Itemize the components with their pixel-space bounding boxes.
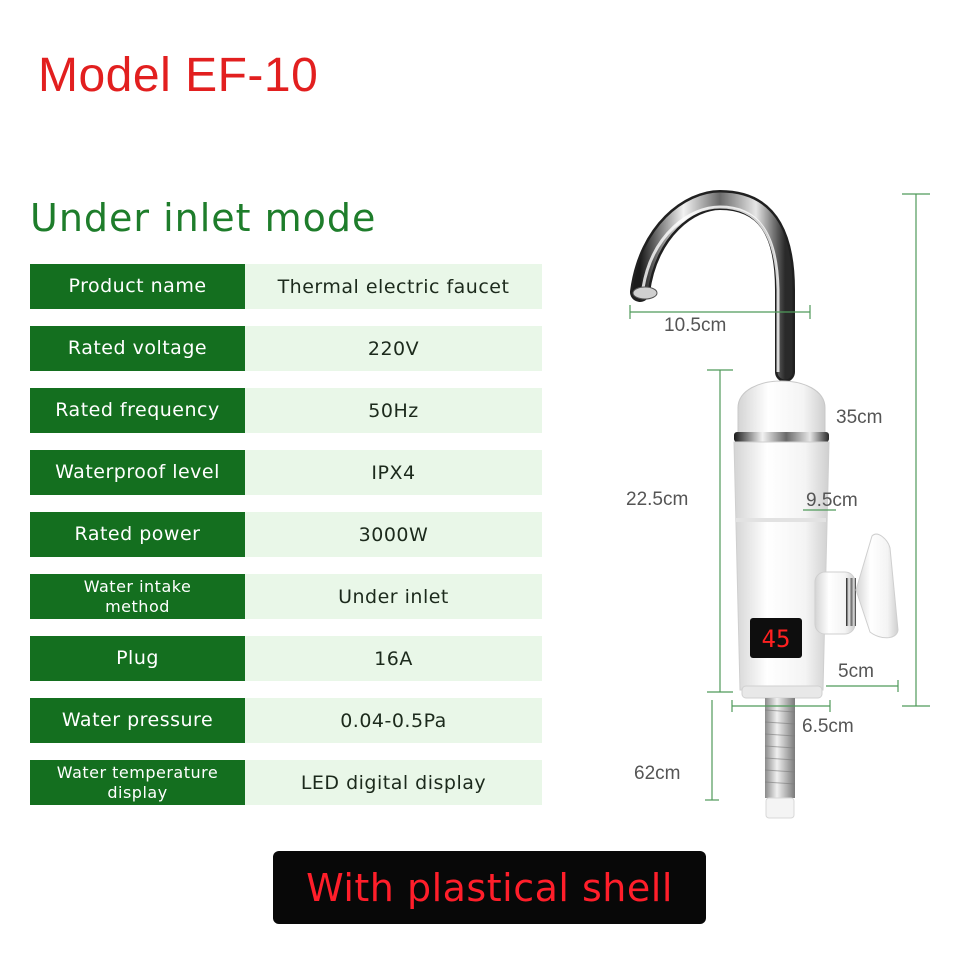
- spec-row-rated-frequency: Rated frequency 50Hz: [30, 388, 542, 433]
- spec-label: Rated power: [30, 512, 245, 557]
- spec-row-water-intake-method: Water intake method Under inlet: [30, 574, 542, 619]
- led-reading: 45: [762, 625, 791, 653]
- spec-label: Water temperature display: [30, 760, 245, 805]
- handle-lever: [855, 533, 899, 639]
- dimension-spout-width: 10.5cm: [664, 315, 727, 336]
- spec-row-rated-power: Rated power 3000W: [30, 512, 542, 557]
- spec-value: 220V: [245, 326, 542, 371]
- dimension-body-width: 9.5cm: [806, 490, 858, 511]
- dimension-lines: [629, 193, 930, 801]
- spec-value: 50Hz: [245, 388, 542, 433]
- spec-row-water-pressure: Water pressure 0.04-0.5Pa: [30, 698, 542, 743]
- led-display: [750, 618, 802, 658]
- spec-row-water-temperature-display: Water temperature display LED digital di…: [30, 760, 542, 805]
- spec-value: 0.04-0.5Pa: [245, 698, 542, 743]
- spec-value: 3000W: [245, 512, 542, 557]
- dimension-total-height: 35cm: [836, 407, 883, 428]
- faucet-drawing: 45: [629, 189, 930, 819]
- model-title: Model EF-10: [38, 49, 319, 102]
- spec-row-plug: Plug 16A: [30, 636, 542, 681]
- spec-label: Product name: [30, 264, 245, 309]
- spec-label: Plug: [30, 636, 245, 681]
- spec-value: IPX4: [245, 450, 542, 495]
- shell-banner: With plastical shell: [273, 851, 706, 924]
- spec-value: LED digital display: [245, 760, 542, 805]
- spec-value: 16A: [245, 636, 542, 681]
- spec-row-product-name: Product name Thermal electric faucet: [30, 264, 542, 309]
- spec-label: Rated frequency: [30, 388, 245, 433]
- mode-title: Under inlet mode: [30, 196, 377, 240]
- dimension-base-width: 6.5cm: [802, 716, 854, 737]
- faucet-illustration: 45: [560, 170, 960, 850]
- dimension-body-height: 22.5cm: [626, 489, 689, 510]
- spec-label: Water intake method: [30, 574, 245, 619]
- spec-row-rated-voltage: Rated voltage 220V: [30, 326, 542, 371]
- spec-value: Under inlet: [245, 574, 542, 619]
- spec-row-waterproof-level: Waterproof level IPX4: [30, 450, 542, 495]
- body-cap: [737, 380, 826, 443]
- dimension-pipe-length: 62cm: [634, 763, 681, 784]
- spec-label: Rated voltage: [30, 326, 245, 371]
- spec-label: Waterproof level: [30, 450, 245, 495]
- dimension-handle-depth: 5cm: [838, 661, 874, 682]
- spec-label: Water pressure: [30, 698, 245, 743]
- spec-value: Thermal electric faucet: [245, 264, 542, 309]
